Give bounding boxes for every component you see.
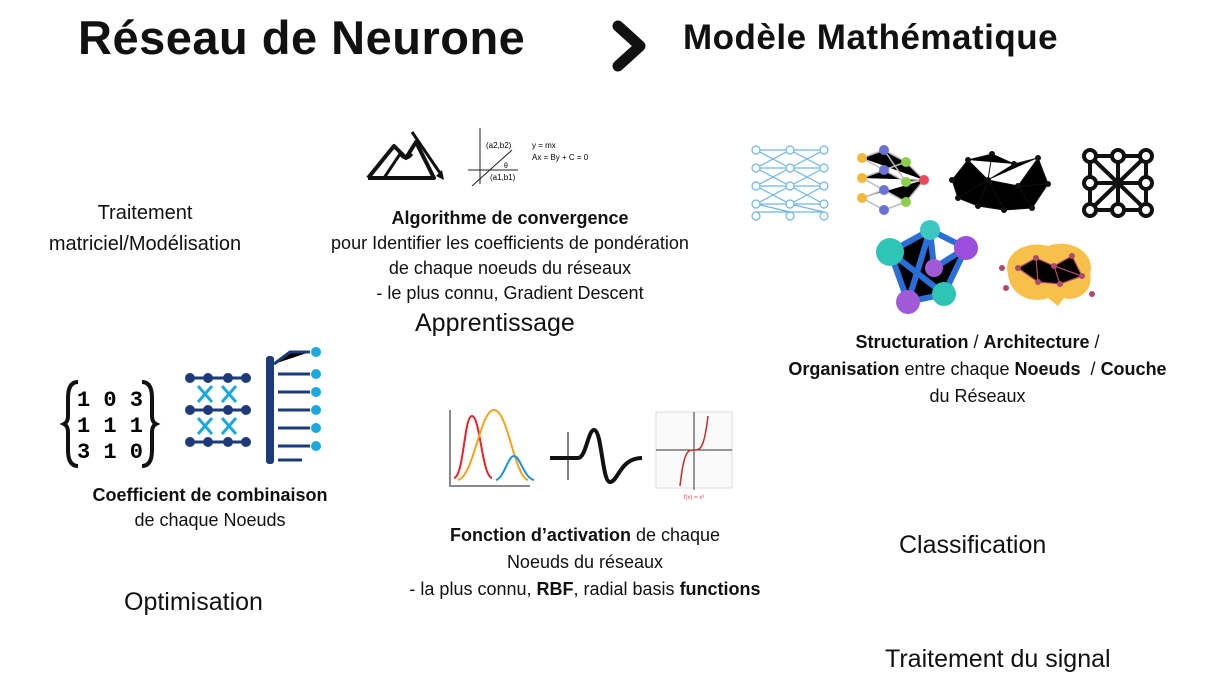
matrix-row-3: 3 1 0 (77, 440, 143, 465)
activation-line3a: - la plus connu, (409, 579, 537, 599)
organisation-word: Organisation (788, 359, 900, 379)
algorithme-heading: Algorithme de convergence (391, 208, 629, 228)
separator: / (1080, 359, 1101, 379)
coefficient-text: Coefficient de combinaison de chaque Noe… (40, 483, 380, 533)
functions-word: functions (679, 579, 761, 599)
combination-network-icon (185, 347, 321, 464)
chevron-right-icon (612, 20, 646, 72)
traitement-matriciel-text: Traitement matriciel/Modélisation (10, 198, 280, 260)
apprentissage-line1: pour Identifier les coefficients de pond… (331, 233, 689, 253)
point-a1b1: (a1,b1) (490, 173, 516, 182)
noeuds-word: Noeuds (1014, 359, 1081, 379)
traitement-signal-label: Traitement du signal (885, 645, 1111, 673)
activation-line1-rest: de chaque (630, 525, 721, 545)
activation-text: Fonction d’activation de chaque Noeuds d… (360, 522, 810, 603)
apprentissage-label: Apprentissage (415, 309, 575, 337)
apprentissage-line2: de chaque noeuds du réseaux (388, 258, 632, 278)
couche-word: Couche (1100, 359, 1167, 379)
structure-line3: du Réseaux (929, 386, 1026, 406)
separator: / (1089, 332, 1100, 352)
activation-heading: Fonction d’activation (449, 525, 631, 545)
rbf-word: RBF (536, 579, 574, 599)
grid-network-icon (1082, 148, 1154, 218)
molecule-network-icon (876, 220, 978, 314)
mountain-descent-icon (366, 131, 444, 180)
apprentissage-line3: - le plus connu, Gradient Descent (376, 283, 644, 303)
point-a2b2: (a2,b2) (486, 141, 512, 150)
structure-text: Structuration / Architecture / Organisat… (740, 329, 1215, 410)
linear-graph-icon: (a2,b2) (a1,b1) θ y = mx Ax = By + C = 0 (468, 128, 589, 187)
activation-line2: Noeuds du réseaux (506, 552, 664, 572)
angle-theta: θ (504, 163, 508, 170)
colored-network-icon (857, 145, 929, 215)
derivative-curve-icon (550, 427, 643, 485)
architecture-word: Architecture (983, 332, 1090, 352)
mesh-network-icon (949, 151, 1051, 213)
structuration-word: Structuration (855, 332, 969, 352)
cubic-function-graph-icon: f(x) = x³ (655, 411, 733, 501)
graph-caption: f(x) = x³ (684, 495, 705, 501)
coefficient-line2: de chaque Noeuds (134, 510, 286, 530)
activation-line3c: , radial basis (573, 579, 680, 599)
matrix-row-1: 1 0 3 (77, 388, 143, 413)
title-reseau-de-neurone: Réseau de Neurone (78, 11, 526, 64)
gaussian-curves-icon (449, 408, 535, 487)
matrix-braces-icon: 1 0 3 1 1 1 3 1 0 (59, 380, 161, 468)
apprentissage-text: Algorithme de convergence pour Identifie… (280, 206, 740, 306)
coefficient-heading: Coefficient de combinaison (92, 485, 328, 505)
formula-1: y = mx (532, 141, 556, 150)
traitement-line1: Traitement (97, 202, 193, 224)
brain-network-icon (999, 243, 1095, 306)
traitement-line2: matriciel/Modélisation (48, 233, 242, 255)
classification-label: Classification (899, 531, 1047, 559)
separator: / (968, 332, 984, 352)
formula-2: Ax = By + C = 0 (532, 153, 589, 162)
title-modele-mathematique: Modèle Mathématique (683, 18, 1059, 57)
dense-network-icon (751, 145, 829, 221)
structure-connector: entre chaque (899, 359, 1015, 379)
optimisation-label: Optimisation (124, 588, 263, 616)
matrix-row-2: 1 1 1 (77, 414, 143, 439)
